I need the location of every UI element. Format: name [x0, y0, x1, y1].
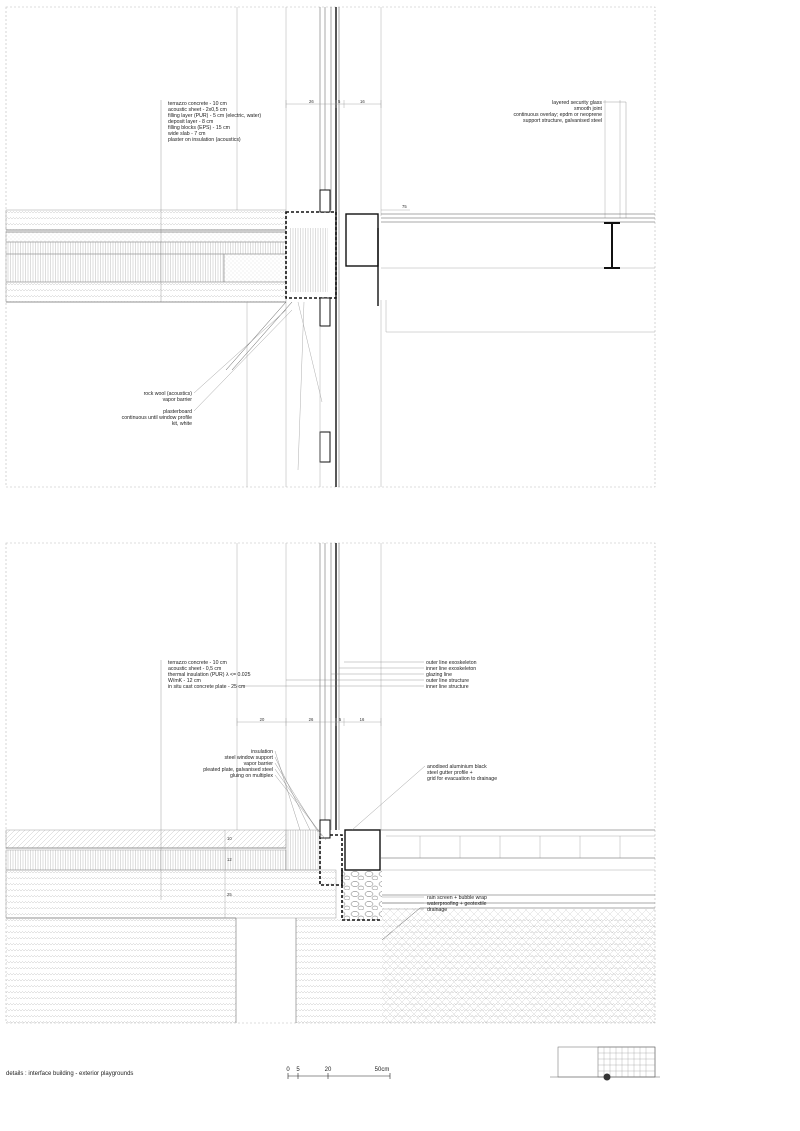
- note-ground: drainage: [427, 907, 447, 913]
- dim-bottom-3: 5: [339, 717, 342, 722]
- note-ceiling: vapor barrier: [163, 397, 193, 403]
- note-layer: in situ cast concrete plate - 25 cm: [168, 684, 245, 690]
- detail-bottom: terrazzo concrete - 10 cm acoustic sheet…: [5, 542, 656, 1024]
- note-layer: deposit layer - 8 cm: [168, 119, 213, 125]
- note-line: inner line exoskeleton: [426, 666, 476, 672]
- note-gutter: steel gutter profile +: [427, 770, 473, 776]
- note-layer: wide slab - 7 cm: [168, 131, 205, 137]
- scale-label: 5: [296, 1067, 300, 1073]
- note-line: glazing line: [426, 672, 452, 678]
- dim-bottom-2: 26: [309, 717, 314, 722]
- note-layer: filling layer (PUR) - 5 cm (electric, wa…: [168, 113, 261, 119]
- note-layer: plaster on insulation (acoustics): [168, 137, 241, 143]
- note-ceiling: plasterboard: [163, 409, 192, 415]
- vdim-3: 25: [227, 892, 232, 897]
- window-notes: insulation steel window support vapor ba…: [203, 749, 327, 841]
- note-glass: support structure, galvanised steel: [523, 118, 602, 124]
- note-layer: acoustic sheet - 0,5 cm: [168, 666, 221, 672]
- note-window: steel window support: [225, 755, 274, 761]
- vdim-1: 10: [227, 836, 232, 841]
- dim-bottom-1: 20: [260, 717, 265, 722]
- dim-top-3: 16: [360, 99, 365, 104]
- note-window: insulation: [251, 749, 273, 755]
- location-marker-icon: [603, 1073, 611, 1081]
- note-gutter: anodised aluminium black: [427, 764, 487, 770]
- scale-label: 50cm: [375, 1067, 390, 1073]
- glass-notes: layered security glass smooth joint cont…: [513, 100, 627, 218]
- scale-label: 0: [286, 1067, 290, 1073]
- detail-top: 26 5 16 75 terrazzo concrete - 10 cm aco…: [5, 6, 656, 488]
- note-layer: terrazzo concrete - 10 cm: [168, 660, 227, 666]
- dim-top-2: 5: [338, 99, 341, 104]
- note-layer: terrazzo concrete - 10 cm: [168, 101, 227, 107]
- note-window: gluing on multiplex: [230, 773, 273, 779]
- ground-notes: rain screen + bubble wrap waterproofing …: [382, 895, 487, 913]
- note-layer: acoustic sheet - 2x0,5 cm: [168, 107, 227, 113]
- scale-bar: 0 5 20 50cm: [286, 1067, 391, 1079]
- gutter-notes: anodised aluminium black steel gutter pr…: [351, 764, 497, 831]
- note-line: inner line structure: [426, 684, 469, 690]
- note-glass: layered security glass: [552, 100, 602, 106]
- note-line: outer line structure: [426, 678, 469, 684]
- scale-label: 20: [325, 1067, 332, 1073]
- drawing-caption: details : interface building - exterior …: [6, 1071, 133, 1077]
- key-plan: [550, 1046, 660, 1081]
- note-gutter: grid for evacuation to drainage: [427, 776, 497, 782]
- dim-top-1: 26: [309, 99, 314, 104]
- note-layer: W/mK - 12 cm: [168, 678, 201, 684]
- note-ceiling: continuous until window profile: [122, 415, 192, 421]
- note-layer: filling blocks (EPS) - 15 cm: [168, 125, 230, 131]
- vdim-2: 12: [227, 857, 232, 862]
- note-ceiling: rock wool (acoustics): [144, 391, 193, 397]
- note-ceiling: kit, white: [172, 421, 192, 427]
- note-window: vapor barrier: [244, 761, 274, 767]
- dim-bottom-4: 16: [360, 717, 365, 722]
- floor-layer-notes-top: terrazzo concrete - 10 cm acoustic sheet…: [168, 101, 261, 143]
- note-line: outer line exoskeleton: [426, 660, 477, 666]
- line-notes: outer line exoskeleton inner line exoske…: [237, 660, 477, 690]
- note-glass: continuous overlay; epdm or neoprene: [513, 112, 602, 118]
- note-ground: rain screen + bubble wrap: [427, 895, 487, 901]
- note-layer: thermal insulation (PUR) λ <= 0.025: [168, 672, 251, 678]
- note-window: pleated plate, galvanised steel: [203, 767, 273, 773]
- ceiling-notes: rock wool (acoustics) vapor barrier plas…: [122, 309, 293, 427]
- note-ground: waterproofing + geotextile: [427, 901, 487, 907]
- dim-top-side: 75: [402, 204, 407, 209]
- note-glass: smooth joint: [574, 106, 603, 112]
- floor-layer-notes-bottom: terrazzo concrete - 10 cm acoustic sheet…: [168, 660, 251, 690]
